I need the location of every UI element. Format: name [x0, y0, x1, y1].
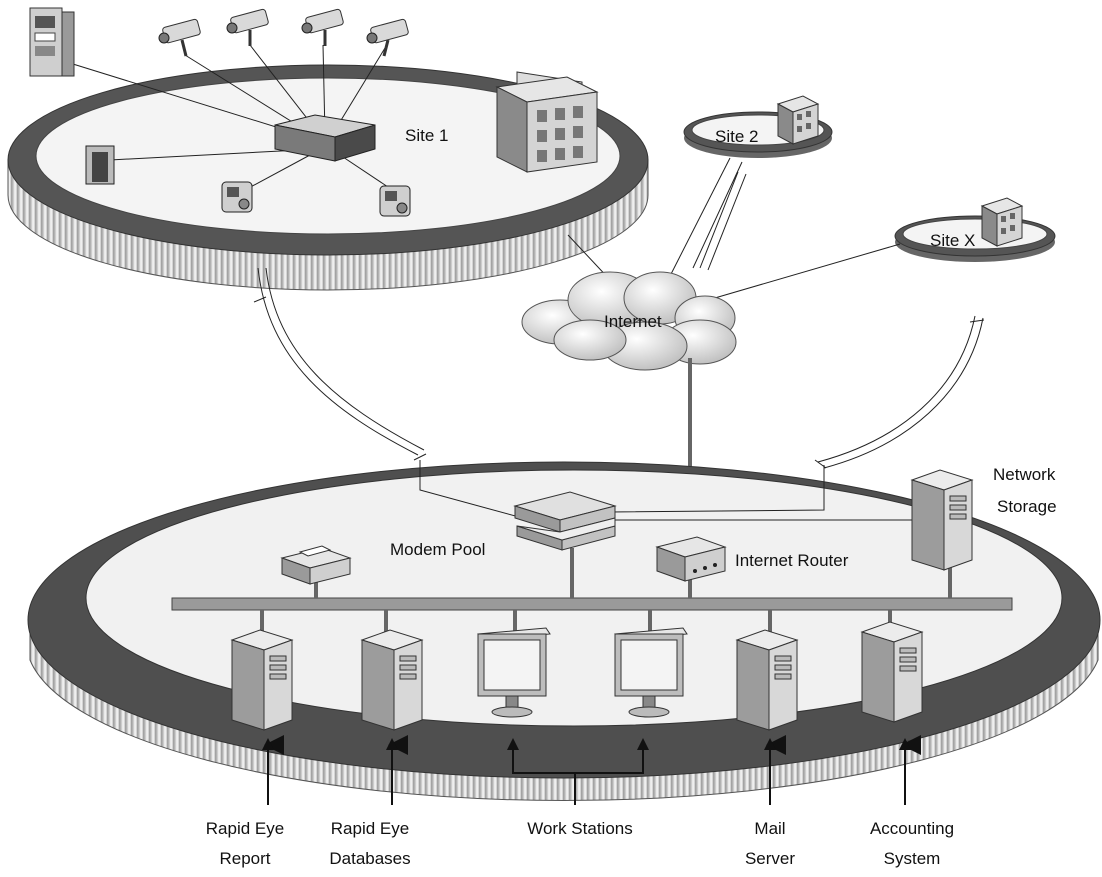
dialup-link-site2	[699, 171, 747, 271]
fuel-pump-icon-1	[221, 181, 253, 213]
modem-pool-label: Modem Pool	[390, 540, 485, 559]
label-accounting-system-1: Accounting	[870, 819, 954, 838]
workstation-arrowheads	[262, 738, 911, 750]
label-rapid-eye-report-2: Report	[219, 849, 270, 868]
internet-label: Internet	[604, 312, 662, 331]
label-work-stations: Work Stations	[527, 819, 633, 838]
tower-pc-icon-mail-server	[735, 629, 799, 731]
network-storage-label-line1: Network	[993, 465, 1056, 484]
modem-links	[419, 460, 950, 521]
atm-icon	[29, 7, 75, 77]
tower-pc-icon-rapid-eye-report	[230, 629, 294, 731]
building-icon-site2	[776, 95, 820, 145]
dialup-link-site1	[253, 267, 427, 461]
camera-icon-2	[226, 8, 269, 46]
tower-pc-icon-accounting-system	[860, 621, 924, 723]
internet-router-label: Internet Router	[735, 551, 849, 570]
camera-icon-4	[366, 18, 409, 57]
camera-icon-3	[301, 8, 344, 46]
building-icon-site1	[495, 71, 599, 173]
monitor-icon-2	[614, 627, 688, 718]
label-rapid-eye-report-1: Rapid Eye	[206, 819, 284, 838]
network-storage-label-line2: Storage	[997, 497, 1057, 516]
building-icon-sitex	[980, 197, 1024, 247]
dialup-link-sitex	[814, 315, 985, 469]
router-icon	[655, 536, 727, 582]
sitex-label: Site X	[930, 231, 975, 250]
label-mail-server-2: Server	[745, 849, 795, 868]
site1-platform	[7, 64, 649, 291]
printer-icon	[280, 545, 352, 585]
monitor-icon-1	[477, 627, 551, 718]
label-mail-server-1: Mail	[754, 819, 785, 838]
camera-icon-1	[158, 18, 201, 57]
label-accounting-system-2: System	[884, 849, 941, 868]
fuel-pump-icon-2	[379, 185, 411, 217]
cloud-icon	[521, 271, 737, 371]
site1-label: Site 1	[405, 126, 448, 145]
label-rapid-eye-databases-2: Databases	[329, 849, 410, 868]
site2-label: Site 2	[715, 127, 758, 146]
label-arrows	[264, 735, 921, 805]
label-rapid-eye-databases-1: Rapid Eye	[331, 819, 409, 838]
modem-icon	[513, 491, 617, 551]
tower-pc-icon-rapid-eye-databases	[360, 629, 424, 731]
tower-pc-icon-network-storage	[910, 469, 974, 571]
dvr-recorder-icon	[274, 114, 376, 162]
door-icon	[85, 145, 115, 185]
